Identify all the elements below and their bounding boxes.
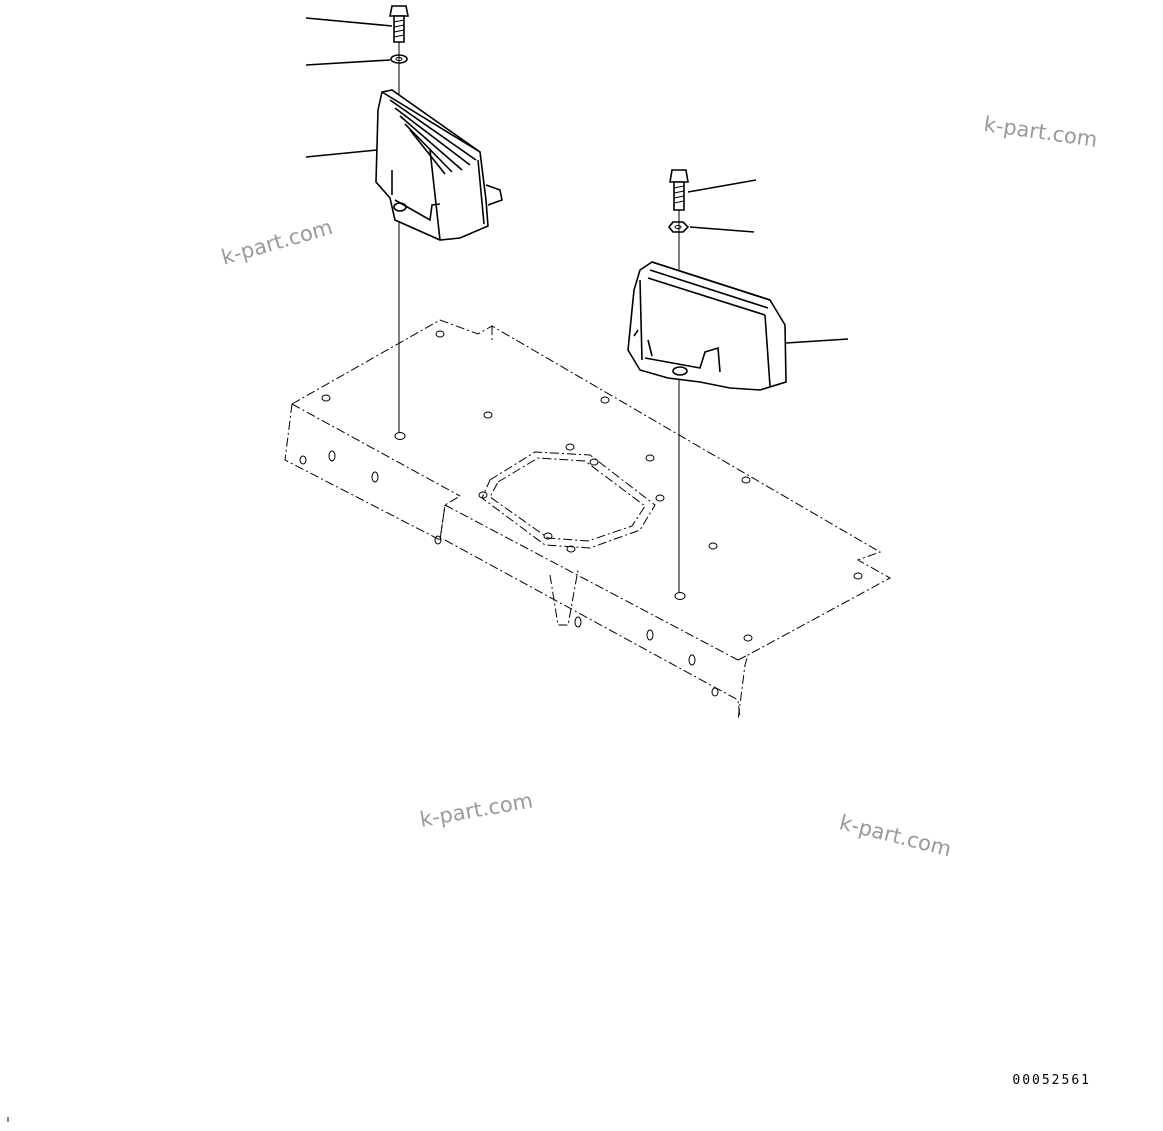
left-bracket (375, 89, 503, 241)
leader-right-nut (689, 226, 755, 233)
right-bolt (669, 169, 689, 211)
drawing-number: 00052561 (1012, 1073, 1091, 1088)
leader-left-bolt (305, 17, 393, 27)
leader-left-bracket (305, 149, 378, 158)
right-mount-assembly (627, 169, 849, 592)
right-bracket (627, 261, 787, 391)
leader-right-bracket (785, 338, 849, 344)
left-mount-assembly (305, 5, 503, 432)
base-plate (284, 319, 892, 721)
leader-right-bolt (687, 179, 757, 193)
leader-left-washer (305, 59, 391, 66)
mounting-holes (299, 330, 863, 697)
left-bolt (389, 5, 409, 43)
